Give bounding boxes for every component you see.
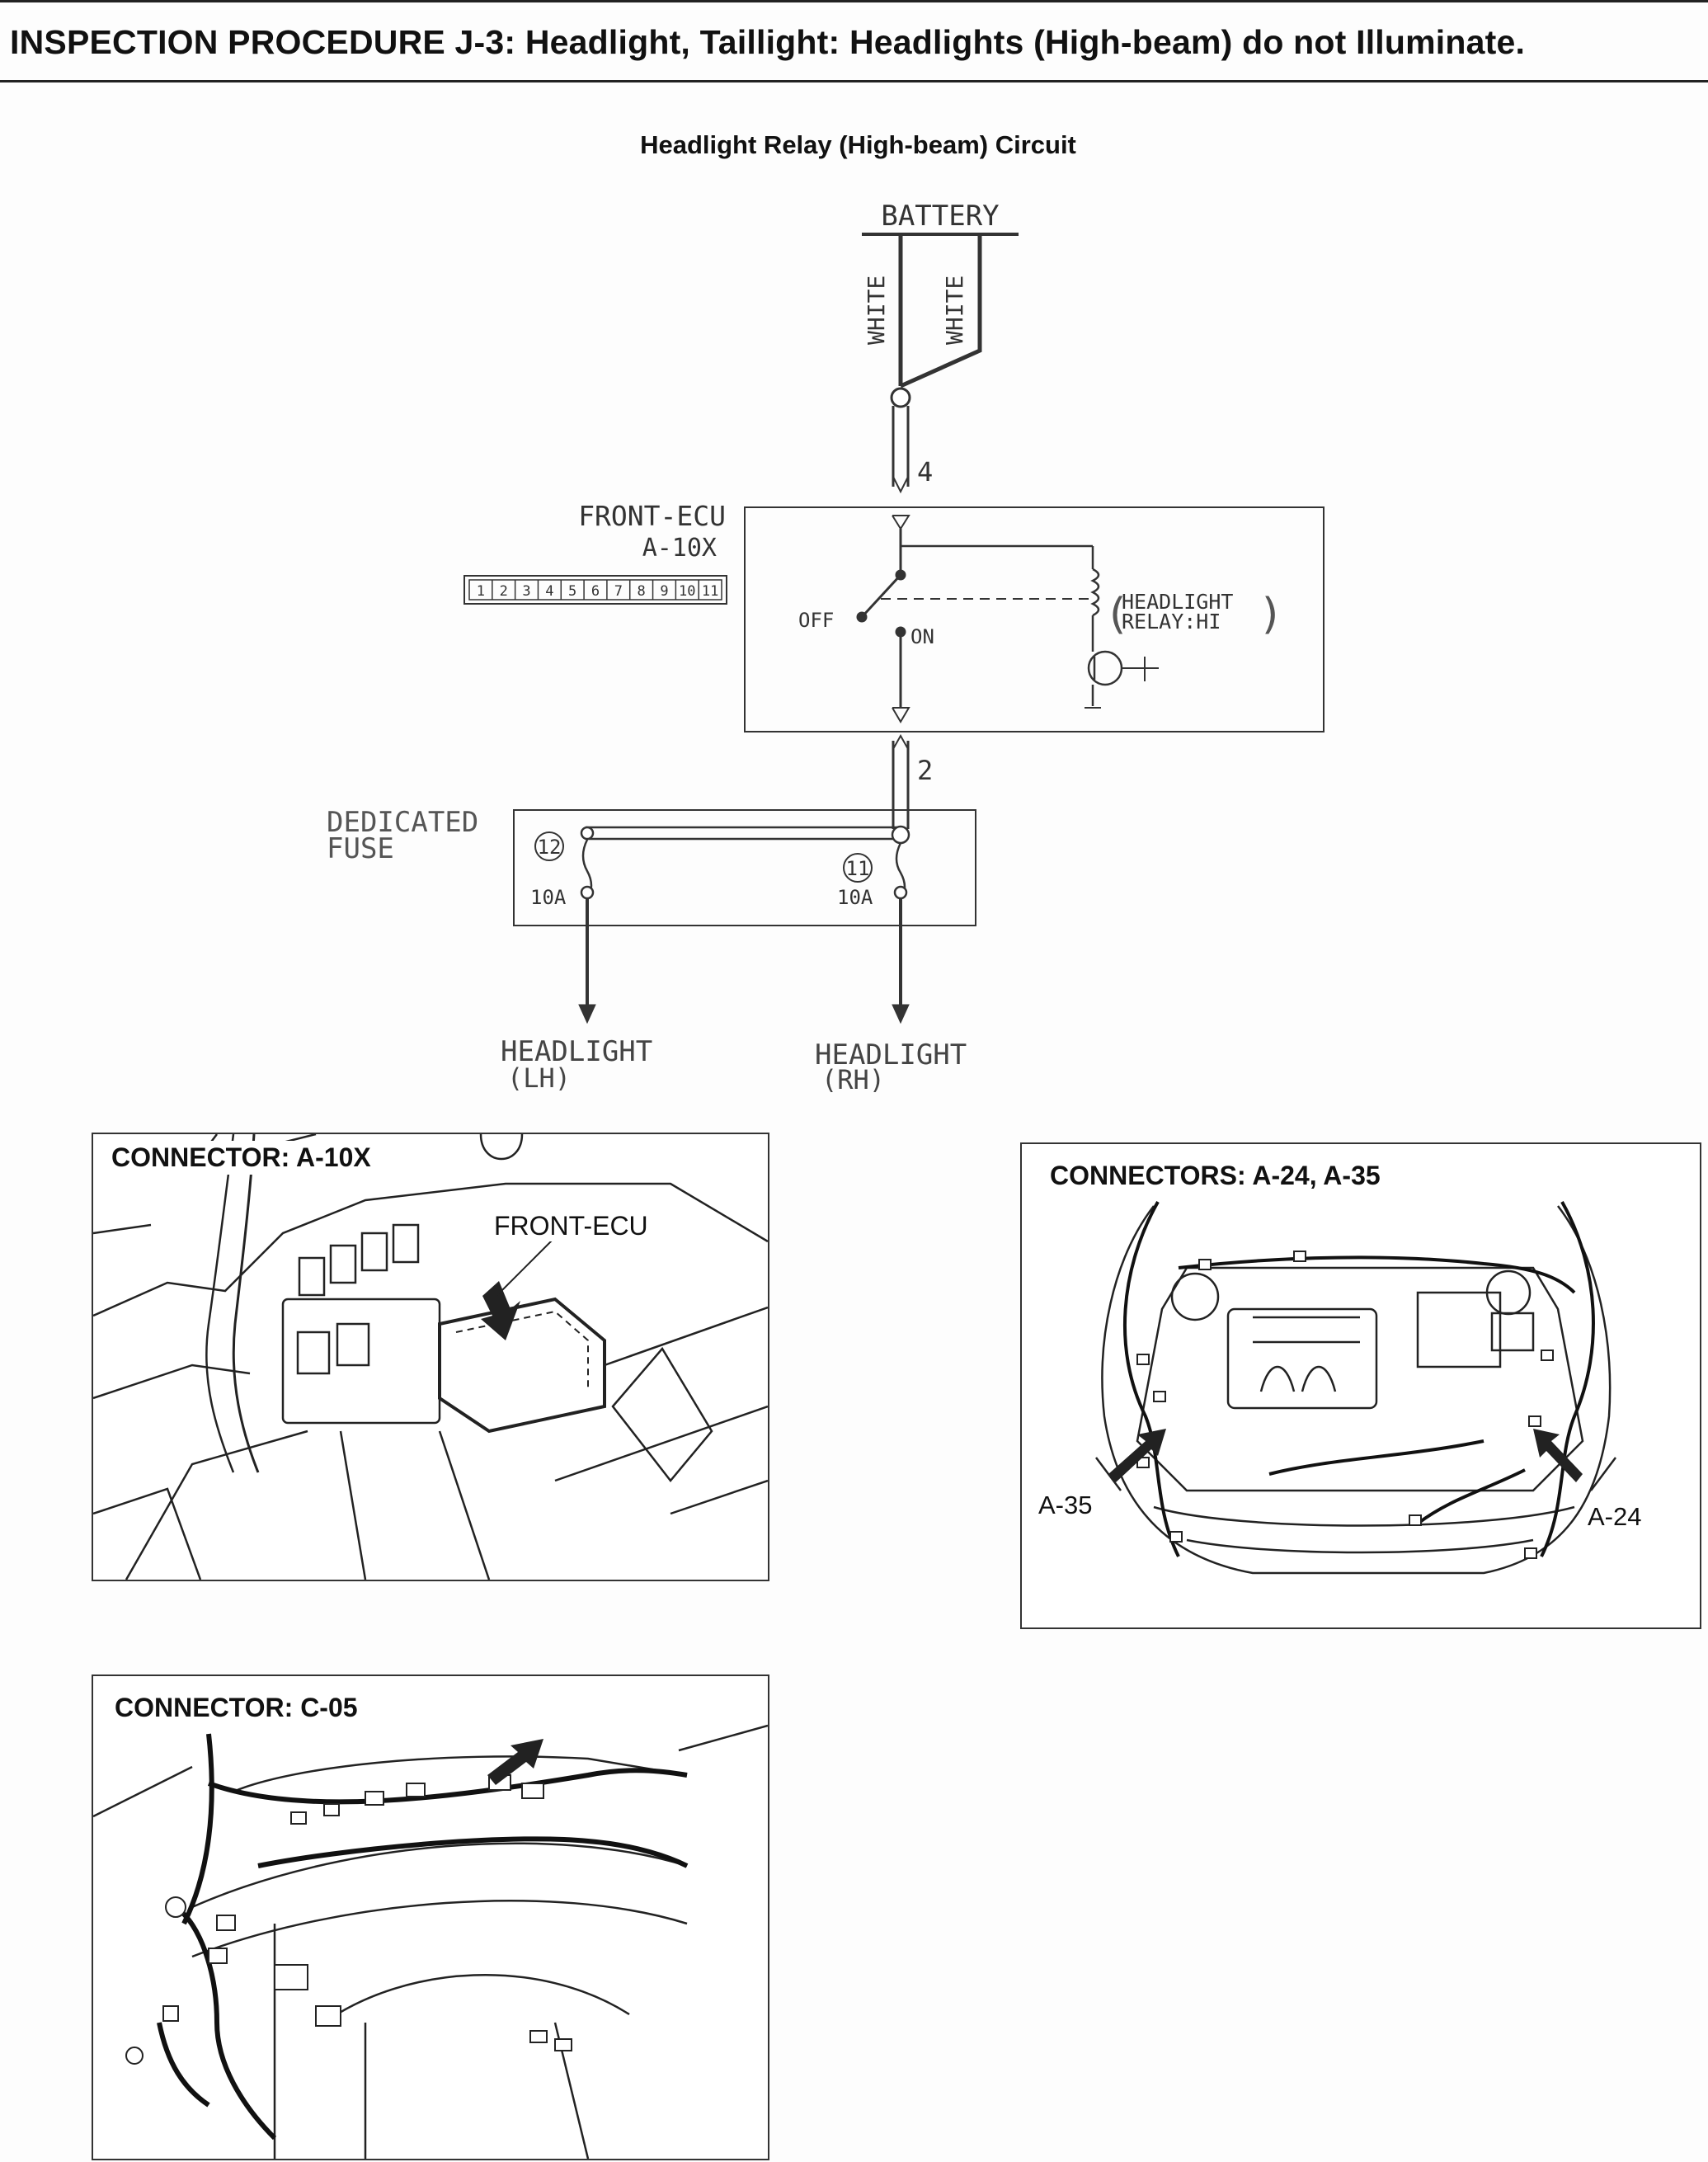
a24-callout: A-24: [1588, 1502, 1642, 1531]
a10x-illustration: [93, 1134, 768, 1580]
switch-on-label: ON: [910, 625, 934, 648]
fuse-left-rating: 10A: [530, 886, 567, 909]
output-right-line1: HEADLIGHT: [815, 1039, 967, 1072]
relay-coil: [1090, 568, 1100, 617]
relay-label-line1: HEADLIGHT: [1122, 590, 1233, 614]
a10x-arrow: [481, 1281, 520, 1340]
fuse-label-line1: DEDICATED: [327, 806, 478, 839]
wire-right: [899, 234, 982, 389]
a10x-panel-label: CONNECTOR: A-10X: [108, 1141, 374, 1175]
a10x-callout: FRONT-ECU: [491, 1211, 652, 1241]
page-title: INSPECTION PROCEDURE J-3: Headlight, Tai…: [10, 23, 1526, 61]
c05-panel-label: CONNECTOR: C-05: [111, 1691, 361, 1725]
connector-pin-label: 9: [660, 583, 668, 600]
fuse-right-rating: 10A: [837, 886, 873, 909]
c05-illustration: [93, 1724, 768, 2159]
connector-a10x-panel: CONNECTOR: A-10X FRONT-ECU: [92, 1133, 769, 1581]
connector-pin-label: 5: [568, 583, 576, 600]
circuit-diagram: BATTERY WHITE WHITE 4 2 FRONT-ECU A-10X …: [327, 200, 1325, 1095]
wire-right-label: WHITE: [941, 276, 968, 345]
output-left-line2: (LH): [507, 1062, 571, 1094]
a24-a35-panel-label: CONNECTORS: A-24, A-35: [1047, 1159, 1384, 1193]
a10x-connector-face: [463, 575, 727, 605]
connector-pin-label: 4: [545, 583, 553, 600]
connector-pin-label: 6: [591, 583, 600, 600]
wire-left-label: WHITE: [863, 276, 890, 345]
front-ecu-box: [744, 506, 1325, 732]
connector-pin-label: 10: [679, 583, 695, 600]
pin-top-number: 4: [917, 456, 933, 488]
circuit-title: Headlight Relay (High-beam) Circuit: [640, 130, 1076, 159]
output-left-line1: HEADLIGHT: [501, 1035, 652, 1068]
connector-a24-a35-panel: CONNECTORS: A-24, A-35 A-35 A-24: [1020, 1142, 1701, 1629]
title-rule: [0, 80, 1708, 82]
switch-off-label: OFF: [798, 609, 834, 632]
ecu-connector-id: A-10X: [642, 534, 717, 563]
relay-label-line2: RELAY:HI: [1122, 610, 1221, 634]
fuse-label-line2: FUSE: [327, 832, 394, 865]
dedicated-fuse-box: [513, 809, 976, 926]
battery-label: BATTERY: [881, 200, 999, 233]
svg-text:): ): [1262, 590, 1278, 639]
connector-pin-label: 7: [614, 583, 623, 600]
a35-arrow: [1108, 1429, 1166, 1482]
output-right-line2: (RH): [821, 1064, 885, 1095]
fuse-right-number: 11: [846, 857, 870, 880]
pin-bottom-number: 2: [917, 755, 933, 786]
svg-text:(: (: [1109, 590, 1126, 639]
splice-point: [890, 387, 911, 408]
a24-arrow: [1533, 1429, 1583, 1482]
connector-pin-label: 11: [702, 583, 718, 600]
connector-pin-label: 1: [477, 583, 485, 600]
connector-pin-label: 8: [638, 583, 646, 600]
connector-pin-label: 2: [500, 583, 508, 600]
c05-arrow: [487, 1739, 543, 1785]
connector-c05-panel: CONNECTOR: C-05: [92, 1674, 769, 2160]
a24-a35-illustration: [1095, 1201, 1616, 1575]
connector-pin-label: 3: [522, 583, 530, 600]
fuse-left-number: 12: [538, 836, 562, 859]
a35-callout: A-35: [1038, 1491, 1093, 1519]
ecu-name: FRONT-ECU: [578, 500, 726, 532]
top-rule: [0, 0, 1708, 2]
